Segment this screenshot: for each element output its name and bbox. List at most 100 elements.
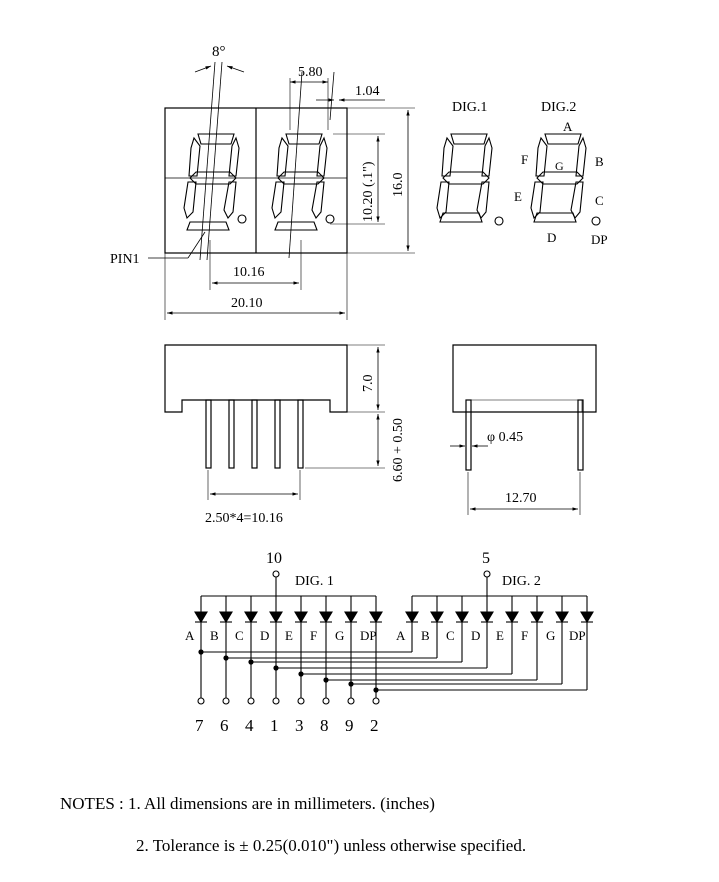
seg-gap-label: 1.04	[355, 84, 380, 99]
end-pin-left	[465, 399, 472, 471]
row-spacing-label: 12.70	[505, 491, 537, 506]
segment-dp-label: DP	[591, 232, 608, 247]
dig2-common-pin: 5	[482, 550, 490, 567]
dig2-diode-a	[405, 596, 419, 640]
segment-a-label: A	[563, 119, 573, 134]
dig1-diode-dp	[369, 596, 383, 640]
pin-spacing-label: 2.50*4=10.16	[205, 511, 283, 526]
angle-label: 8°	[212, 44, 226, 60]
segment-dig1-label: DIG.1	[452, 100, 487, 115]
dig1-diode-b	[219, 596, 233, 640]
pin-terminal-4	[247, 697, 255, 705]
end-body-outline	[452, 344, 597, 413]
pin-length-label: 6.60 + 0.50	[391, 418, 406, 482]
junction-b	[223, 655, 229, 661]
pin-number-6: 6	[220, 716, 229, 735]
dig2-seg-label-dp: DP	[569, 628, 586, 643]
end-view	[450, 344, 597, 515]
digit-pitch-label: 10.16	[233, 265, 265, 280]
pin-terminal-7	[197, 697, 205, 705]
segment-diagram	[436, 133, 601, 226]
segment-c-label: C	[595, 193, 604, 208]
dig1-common-pin: 10	[266, 550, 282, 567]
dig1-seg-label-g: G	[335, 628, 344, 643]
dig2-diode-e	[505, 596, 519, 640]
digit-height-label: 10.20 (.1")	[361, 161, 376, 222]
junction-f	[323, 677, 329, 683]
dig1-seg-label-b: B	[210, 628, 219, 643]
pin-terminal-2	[372, 697, 380, 705]
front-digit-2	[271, 133, 335, 231]
dig1-seg-label-d: D	[260, 628, 269, 643]
side-body-outline	[164, 344, 348, 413]
front-view	[148, 61, 415, 320]
pin-number-9: 9	[345, 716, 354, 735]
dig2-diode-d	[480, 596, 494, 640]
dig2-diode-c	[455, 596, 469, 640]
dig1-circuit-label: DIG. 1	[295, 574, 334, 589]
pin-terminal-6	[222, 697, 230, 705]
dig1-seg-label-c: C	[235, 628, 244, 643]
segment-digit-2	[530, 133, 601, 226]
junction-a	[198, 649, 204, 655]
dig1-seg-label-f: F	[310, 628, 317, 643]
pin-number-2: 2	[370, 716, 379, 735]
junction-d	[273, 665, 279, 671]
front-digit-1	[183, 133, 247, 231]
dig1-seg-label-dp: DP	[360, 628, 377, 643]
dig1-seg-label-a: A	[185, 628, 195, 643]
segment-digit-1	[436, 133, 504, 226]
dig1-diode-d	[269, 596, 283, 640]
pin-terminal-9	[347, 697, 355, 705]
circuit	[194, 570, 594, 705]
body-width-label: 20.10	[231, 296, 263, 311]
pin-number-7: 7	[195, 716, 204, 735]
pin-number-1: 1	[270, 716, 279, 735]
side-pins	[205, 399, 304, 469]
angle-arrow-right	[226, 65, 245, 73]
dig2-seg-label-d: D	[471, 628, 480, 643]
pin-terminal-8	[322, 697, 330, 705]
angle-arrow-left	[194, 65, 212, 73]
dig2-diode-dp	[580, 596, 594, 640]
side-view	[164, 344, 385, 500]
dig2-seg-label-e: E	[496, 628, 504, 643]
dig2-diode-b	[430, 596, 444, 640]
note-2: 2. Tolerance is ± 0.25(0.010") unless ot…	[136, 836, 527, 855]
junction-g	[348, 681, 354, 687]
pin-terminal-1	[272, 697, 280, 705]
dig2-seg-label-c: C	[446, 628, 455, 643]
dig1-seg-label-e: E	[285, 628, 293, 643]
pin-diameter-label: φ 0.45	[487, 430, 523, 445]
dig2-seg-label-f: F	[521, 628, 528, 643]
dig1-diode-g	[344, 596, 358, 640]
pin-number-4: 4	[245, 716, 254, 735]
junction-dp	[373, 687, 379, 693]
segment-f-label: F	[521, 152, 528, 167]
pin1-label: PIN1	[110, 252, 140, 267]
dig2-seg-label-g: G	[546, 628, 555, 643]
junction-c	[248, 659, 254, 665]
pin-number-8: 8	[320, 716, 329, 735]
note-1: NOTES : 1. All dimensions are in millime…	[60, 794, 435, 813]
pin-terminal-3	[297, 697, 305, 705]
segment-b-label: B	[595, 154, 604, 169]
pin-number-3: 3	[295, 716, 304, 735]
end-pin-right	[577, 399, 584, 471]
segment-dig2-label: DIG.2	[541, 100, 576, 115]
dig1-diode-e	[294, 596, 308, 640]
dig2-seg-label-b: B	[421, 628, 430, 643]
body-height-label: 16.0	[391, 173, 406, 198]
body-depth-label: 7.0	[361, 375, 376, 393]
segment-g-label: G	[555, 159, 564, 173]
dig1-diode-c	[244, 596, 258, 640]
dig2-seg-label-a: A	[396, 628, 406, 643]
segment-e-label: E	[514, 189, 522, 204]
dig2-diode-f	[530, 596, 544, 640]
dig1-diode-a	[194, 596, 208, 640]
dig1-diode-f	[319, 596, 333, 640]
segment-d-label: D	[547, 230, 556, 245]
dig2-diode-g	[555, 596, 569, 640]
junction-e	[298, 671, 304, 677]
